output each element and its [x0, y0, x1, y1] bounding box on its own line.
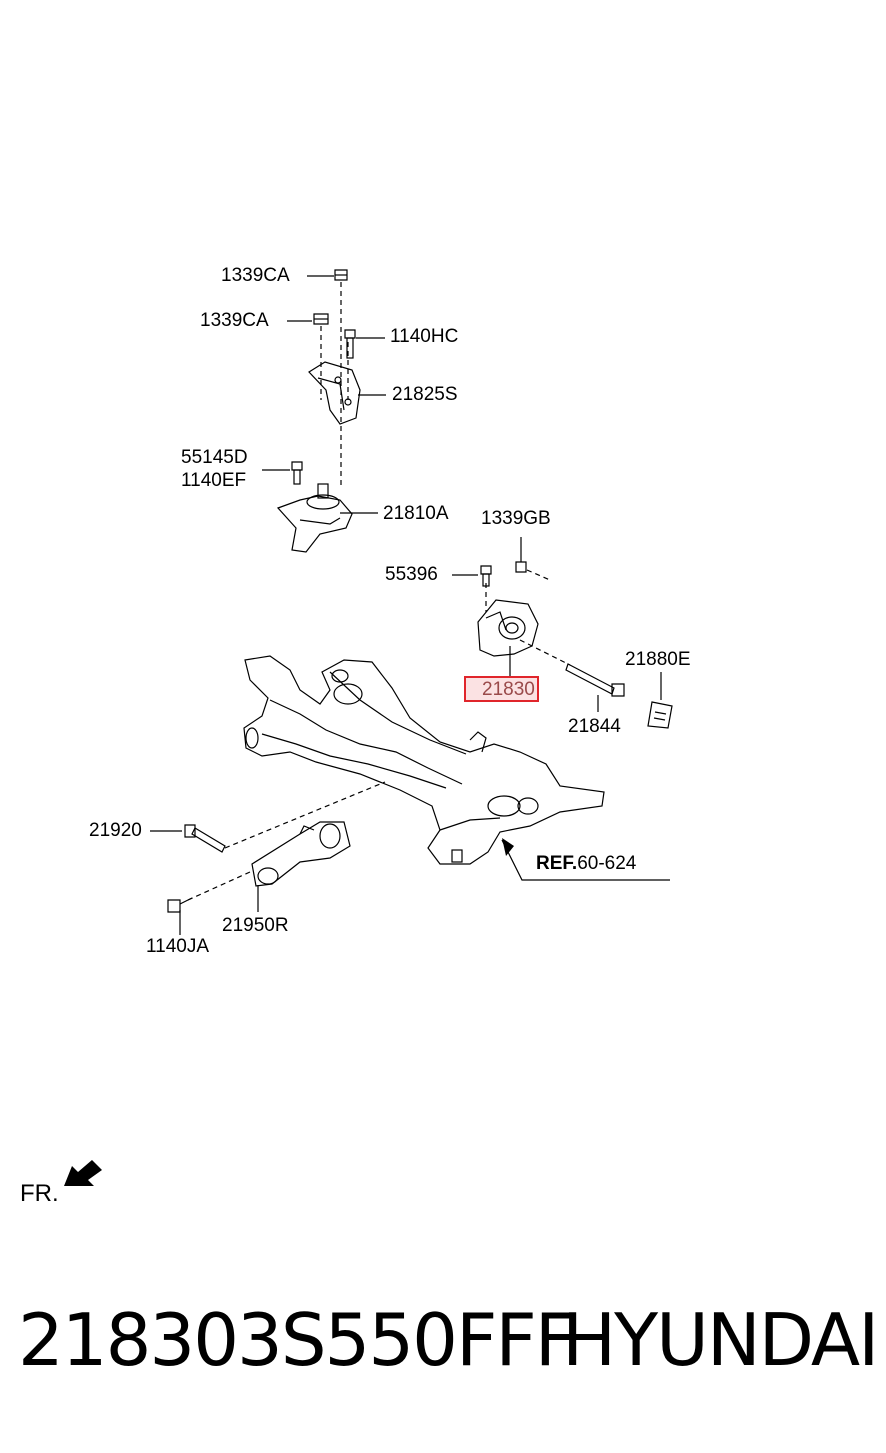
label-1140hc[interactable]: 1140HC	[390, 326, 459, 347]
front-orientation-label: FR.	[20, 1180, 59, 1207]
label-1140ja[interactable]: 1140JA	[146, 936, 210, 957]
bolt-1140ja	[167, 897, 193, 913]
subframe	[243, 655, 605, 865]
label-21920[interactable]: 21920	[89, 820, 142, 841]
second-nut	[313, 313, 329, 325]
label-21825s[interactable]: 21825S	[392, 384, 458, 405]
fr-arrow-icon	[64, 1160, 102, 1186]
label-21844[interactable]: 21844	[568, 716, 621, 737]
mount-21810a	[276, 483, 353, 553]
bolt-21920	[184, 824, 226, 853]
nut-1339gb	[515, 561, 527, 573]
label-55396[interactable]: 55396	[385, 564, 438, 585]
top-nut	[334, 269, 348, 281]
bolt-1140hc	[344, 329, 356, 359]
ref-arrow	[502, 838, 514, 856]
label-1339ca-top[interactable]: 1339CA	[221, 265, 290, 286]
footer-brand: HYUNDAI	[562, 1298, 879, 1382]
bolt-55396	[480, 565, 492, 587]
footer-part-number: 218303S550FFF	[18, 1298, 576, 1382]
leader-lines	[150, 275, 670, 935]
ref-label[interactable]: REF.60-624	[536, 853, 636, 875]
plate-21880e	[647, 701, 673, 729]
label-21880e[interactable]: 21880E	[625, 649, 691, 670]
rod-21950r	[251, 821, 351, 887]
ref-prefix: REF.	[536, 853, 578, 874]
label-1140ef[interactable]: 1140EF	[181, 470, 247, 491]
label-21810a[interactable]: 21810A	[383, 503, 449, 524]
label-21830[interactable]: 21830	[482, 679, 535, 700]
label-1339gb[interactable]: 1339GB	[481, 508, 551, 529]
ref-value: 60-624	[577, 853, 637, 874]
bracket-21825s	[308, 361, 361, 425]
highlight-21830[interactable]: 21830	[464, 676, 539, 702]
bolt-21844	[565, 663, 625, 697]
mount-21830	[477, 599, 539, 657]
label-21950r[interactable]: 21950R	[222, 915, 289, 936]
label-55145d[interactable]: 55145D	[181, 447, 248, 468]
bolt-55145d	[291, 461, 303, 485]
label-1339ca-second[interactable]: 1339CA	[200, 310, 269, 331]
